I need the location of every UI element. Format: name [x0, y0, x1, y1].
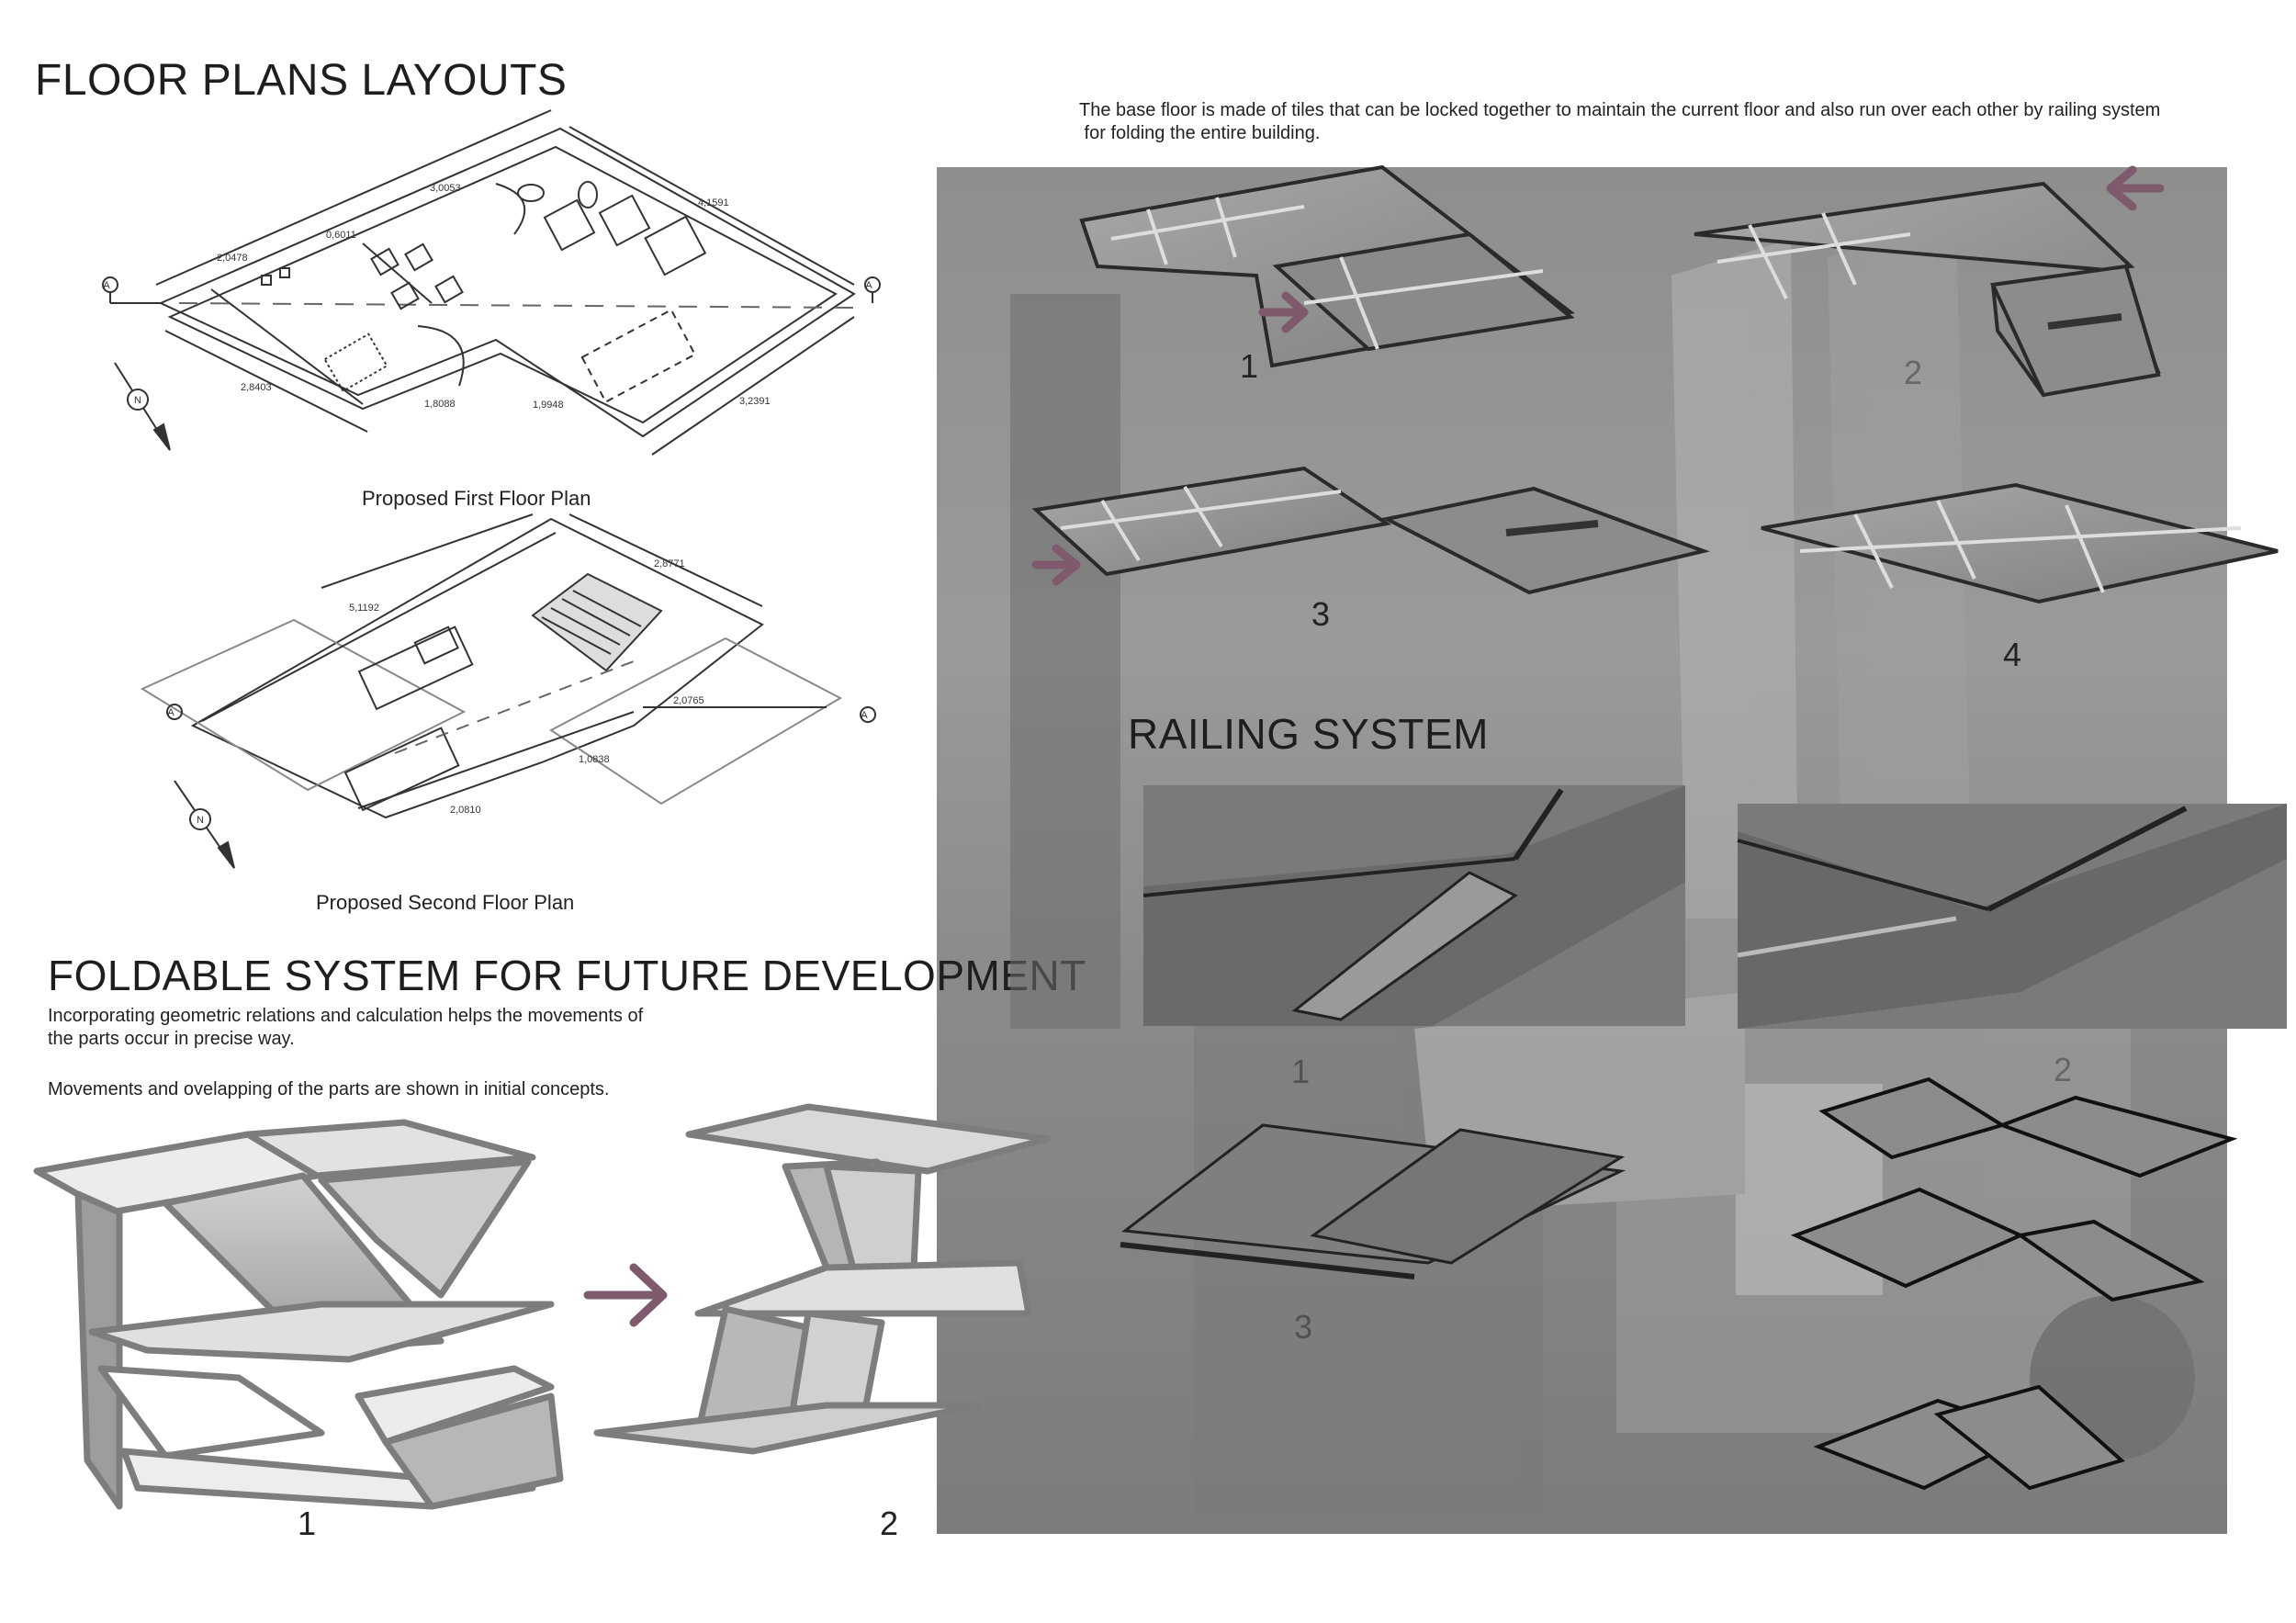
base-floor-description: The base floor is made of tiles that can…	[1079, 99, 2291, 145]
geometric-line-2: the parts occur in precise way.	[48, 1029, 295, 1049]
railing-detail-3	[1120, 1123, 1626, 1279]
tile-step-3-label: 3	[1311, 595, 1331, 633]
dim-4-1591: 4,1591	[698, 197, 729, 209]
dim-3-2391: 3,2391	[739, 396, 771, 407]
north-arrow-second: N	[174, 780, 235, 869]
section-marker-right-2: A	[861, 710, 868, 721]
geometric-description: Incorporating geometric relations and ca…	[48, 1005, 709, 1051]
arrow-right-icon-1	[1258, 291, 1309, 333]
fold-step-2-label: 2	[880, 1505, 899, 1542]
railing-detail-1	[1142, 785, 1685, 1026]
railing-sequence	[1790, 1076, 2238, 1491]
fold-concept-2	[593, 1103, 1051, 1455]
arrow-icons	[583, 165, 2165, 1327]
second-floor-plan	[140, 513, 876, 819]
north-arrow-first: N	[114, 362, 171, 451]
fold-step-1-label: 1	[298, 1505, 317, 1542]
tile-step-4-label: 4	[2003, 636, 2022, 673]
dim-2-0765: 2,0765	[673, 695, 704, 706]
north-label-second: N	[197, 815, 204, 826]
base-floor-line-1: The base floor is made of tiles that can…	[1079, 100, 2161, 120]
dim-1-0838: 1,0838	[579, 754, 610, 765]
tile-step-1-label: 1	[1240, 347, 1259, 385]
tile-step-3	[1031, 466, 1710, 595]
dim-2-8403: 2,8403	[241, 382, 272, 393]
dim-3-0053: 3,0053	[430, 183, 461, 194]
dim-5-1192: 5,1192	[349, 603, 379, 614]
movements-description: Movements and ovelapping of the parts ar…	[48, 1079, 610, 1099]
north-label-first: N	[134, 395, 141, 406]
dim-2-8771: 2,8771	[654, 558, 685, 569]
tile-step-4	[1761, 482, 2279, 604]
fold-concept-1	[33, 1119, 564, 1510]
first-floor-caption: Proposed First Floor Plan	[362, 487, 591, 510]
tile-step-1	[1079, 164, 1575, 368]
section-marker-left: A	[103, 280, 110, 291]
section-marker-right: A	[865, 280, 872, 291]
dim-0-6011: 0,6011	[326, 230, 356, 241]
second-floor-dimensions: 2,8771 5,1192 2,0765 1,0838 2,0810 A A	[167, 558, 868, 816]
dim-2-0810: 2,0810	[450, 805, 481, 816]
railing-title: RAILING SYSTEM	[1128, 710, 1489, 758]
dim-1-8088: 1,8088	[424, 399, 456, 410]
second-floor-caption: Proposed Second Floor Plan	[316, 891, 575, 914]
arrow-left-icon-2	[2106, 165, 2165, 211]
tile-step-2	[1694, 181, 2161, 398]
arrow-right-icon-3	[1031, 544, 1081, 586]
floor-plans-title: FLOOR PLANS LAYOUTS	[35, 56, 568, 105]
arrow-right-icon-fold	[583, 1263, 668, 1327]
dim-1-9948: 1,9948	[533, 400, 564, 411]
dim-2-0478: 2,0478	[217, 253, 248, 264]
geometric-line-1: Incorporating geometric relations and ca…	[48, 1006, 644, 1026]
foldable-title: FOLDABLE SYSTEM FOR FUTURE DEVELOPMENT	[48, 952, 1086, 999]
railing-detail-2	[1737, 804, 2287, 1029]
first-floor-dimensions: 3,0053 4,1591 0,6011 2,0478 2,8403 1,808…	[103, 183, 872, 411]
first-floor-plan	[102, 109, 881, 456]
section-marker-left-2: A	[167, 707, 174, 718]
base-floor-line-2: for folding the entire building.	[1079, 123, 1321, 143]
